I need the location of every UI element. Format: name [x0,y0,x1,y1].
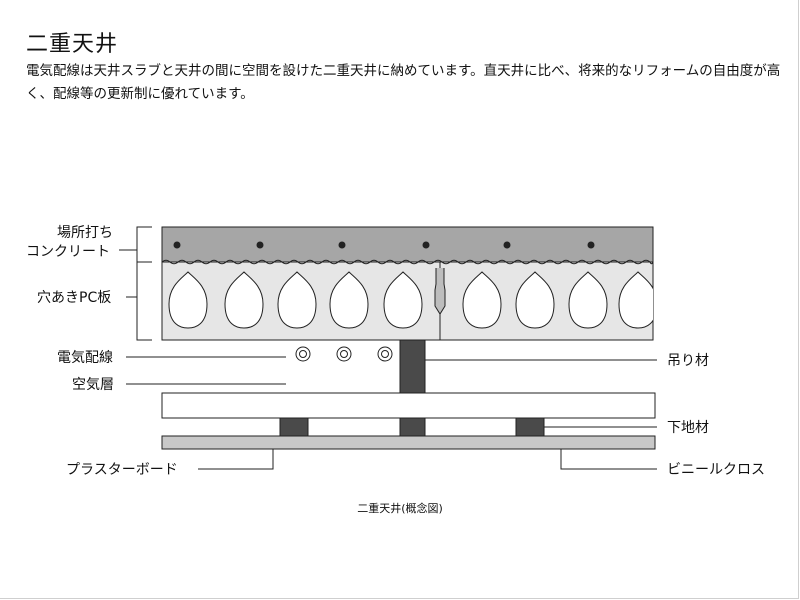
ceiling-panel [161,392,656,419]
label-hanger: 吊り材 [667,353,709,369]
left-bracket [136,226,152,341]
label-air-layer: 空気層 [72,377,114,393]
rebar-dot-4 [422,241,430,249]
hollow-core-5 [383,271,423,329]
page-title: 二重天井 [26,32,119,57]
vinyl-cloth-leader [560,449,657,470]
rebar-dot-2 [256,241,264,249]
label-concrete-line1: 場所打ち [57,224,113,241]
pc-slab-joint [434,262,446,340]
rebar-dot-5 [503,241,511,249]
plasterboard-leader [198,449,274,470]
label-joist: 下地材 [667,420,709,436]
electrical-wires [295,346,393,362]
label-vinyl-cloth: ビニールクロス [667,462,765,478]
hollow-core-3 [277,271,317,329]
rebar-dot-6 [587,241,595,249]
joist-3 [515,417,545,437]
hollow-core-9 [618,271,653,329]
hollow-core-6 [462,271,502,329]
label-plasterboard: プラスターボード [66,462,178,478]
cast-in-place-concrete [161,226,654,265]
hollow-core-2 [224,271,264,329]
plasterboard [161,435,656,450]
hanger-member [399,339,426,394]
rebar-dot-3 [338,241,346,249]
slab-wavy-interface [161,259,654,265]
hollow-cores [168,271,653,329]
hollow-core-4 [329,271,369,329]
hollow-core-7 [515,271,555,329]
diagram-caption: 二重天井(概念図) [357,501,443,515]
page-description: 電気配線は天井スラブと天井の間に空間を設けた二重天井に納めています。直天井に比べ… [26,63,781,102]
joist-2 [399,417,426,437]
label-pc-slab: 穴あきPC板 [37,290,111,306]
rebar-dot-1 [173,241,181,249]
rebar-dots [173,241,595,249]
joist-1 [279,417,309,437]
label-wiring: 電気配線 [57,350,113,366]
hollow-core-1 [168,271,208,329]
hollow-core-8 [568,271,608,329]
label-concrete-line2: コンクリート [26,244,110,260]
